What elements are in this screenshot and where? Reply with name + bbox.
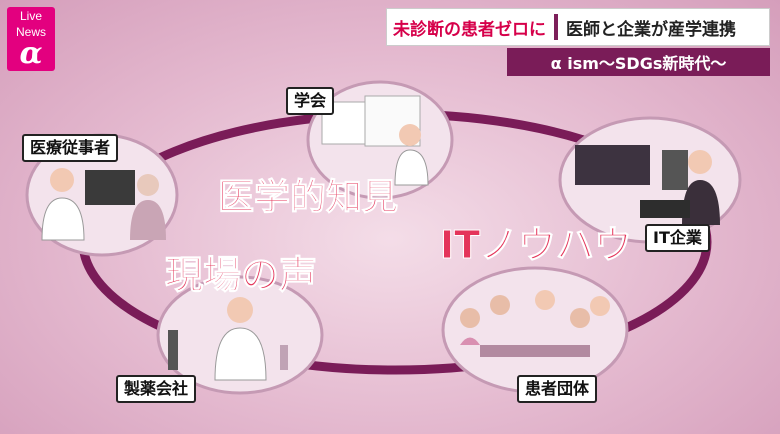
headline-separator (554, 14, 558, 40)
logo-live: Live (19, 9, 42, 23)
node-label-it-company: IT企業 (645, 224, 710, 252)
logo-alpha: α (19, 36, 43, 71)
node-label-academic: 学会 (286, 87, 335, 115)
academic-illustration (306, 80, 454, 200)
pharma-illustration (156, 275, 324, 395)
medical-staff-illustration (25, 133, 179, 257)
node-label-patient-group: 患者団体 (517, 375, 598, 403)
keyword-medical-knowledge: 医学的知見 (217, 177, 399, 219)
headline-black-text: 医師と企業が産学連携 (566, 19, 736, 40)
keyword-field-voice: 現場の声 (164, 253, 318, 298)
patient-group-illustration (441, 266, 629, 394)
program-subtitle: α ism～SDGs新時代～ (507, 48, 770, 76)
logo-news: News (15, 25, 46, 39)
it-company-illustration (558, 116, 742, 244)
keyword-it-knowhow: ITノウハウ (439, 223, 633, 268)
live-news-alpha-logo: Live News α (7, 7, 55, 71)
node-label-medical-staff: 医療従事者 (22, 134, 119, 162)
headline-red-text: 未診断の患者ゼロに (393, 19, 546, 40)
node-label-pharma: 製薬会社 (116, 375, 197, 403)
headline-telop: 未診断の患者ゼロに 医師と企業が産学連携 (386, 8, 770, 46)
